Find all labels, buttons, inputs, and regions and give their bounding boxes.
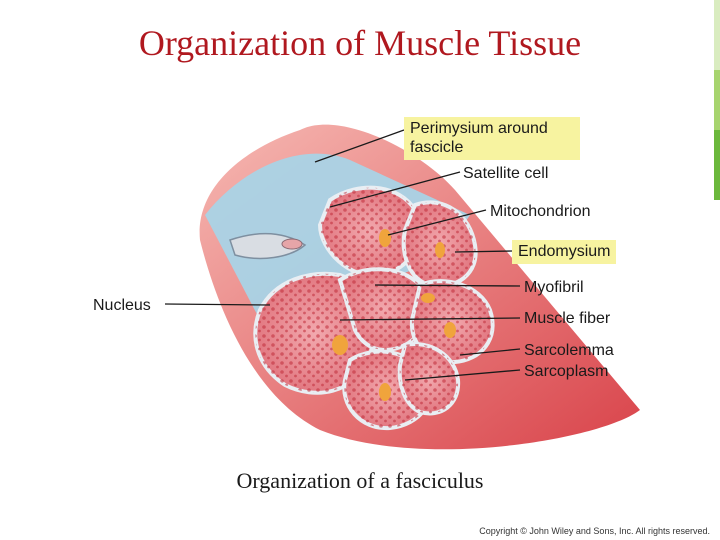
label-sarcolemma: Sarcolemma <box>524 342 614 359</box>
decorative-sidebar <box>714 0 720 540</box>
label-mitochondrion: Mitochondrion <box>490 203 591 220</box>
muscle-fiber-group <box>253 185 495 431</box>
label-nucleus: Nucleus <box>93 297 151 314</box>
label-sarcoplasm: Sarcoplasm <box>524 363 609 380</box>
label-satellite-cell: Satellite cell <box>463 165 549 182</box>
label-myofibril: Myofibril <box>524 279 584 296</box>
label-muscle-fiber: Muscle fiber <box>524 310 611 327</box>
label-endomysium: Endomysium <box>512 240 617 264</box>
figure-caption: Organization of a fasciculus <box>236 468 484 493</box>
copyright-notice: Copyright © John Wiley and Sons, Inc. Al… <box>479 526 710 536</box>
slide-title: Organization of Muscle Tissue <box>138 23 582 63</box>
label-perimysium: Perimysium around fascicle <box>404 117 580 160</box>
leader-lines <box>164 129 521 381</box>
